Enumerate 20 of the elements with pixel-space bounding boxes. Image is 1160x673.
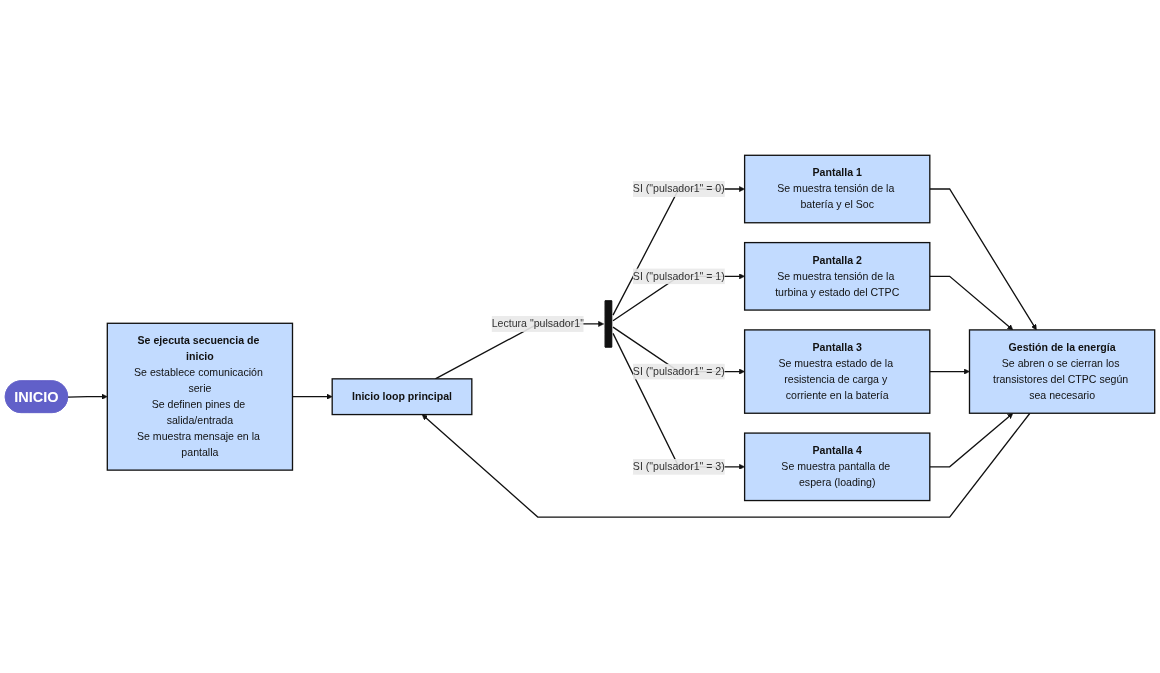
node-box: Se ejecuta secuencia de inicio Se establece comunicación serie Se definen pines de salida/entrada Se muestra mensaje en la pantalla (106, 322, 294, 472)
edge-label: Lectura "pulsador1" (491, 318, 584, 330)
arrow (929, 188, 1037, 331)
node-box: Pantalla 2 Se muestra tensión de la turbina y estado del CTPC (743, 242, 931, 312)
arrow (929, 275, 1014, 331)
arrow (929, 369, 970, 375)
arrow (67, 394, 108, 400)
edge-label: SI ("pulsador1" = 0) (632, 183, 725, 195)
edge-label: SI ("pulsador1" = 2) (632, 365, 725, 378)
arrow (612, 333, 745, 471)
arrow (929, 413, 1014, 468)
node-box: Pantalla 3 Se muestra estado de la resistencia de carga y corriente en la batería (743, 329, 931, 415)
edge-label: SI ("pulsador1" = 3) (632, 461, 725, 473)
node-box: Pantalla 1 Se muestra tensión de la batería y el Soc (743, 154, 931, 224)
arrow (612, 186, 745, 317)
node-box: Inicio loop principal (331, 378, 473, 416)
node-box: Gestión de la energía Se abren o se cierran los transistores del CTPC según sea necesario (968, 329, 1156, 415)
arrow (421, 412, 1031, 519)
edge-label: SI ("pulsador1" = 1) (632, 270, 725, 282)
node-box: Pantalla 4 Se muestra pantalla de espera (loading) (743, 432, 931, 502)
